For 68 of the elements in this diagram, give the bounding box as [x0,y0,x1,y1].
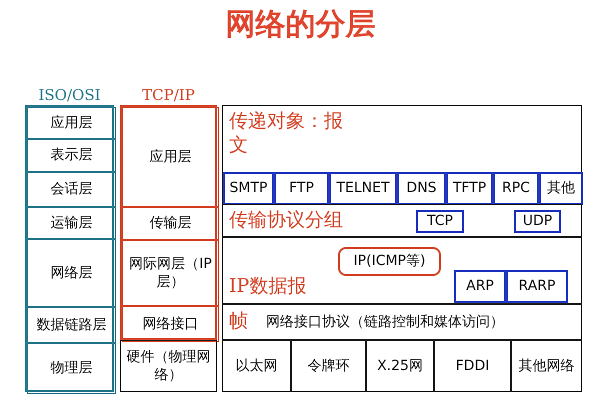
network-label: FDDI [456,356,490,376]
layer-label: 运输层 [50,214,92,232]
layer-cell [27,139,116,172]
network-label: 其他网络 [518,356,574,376]
band-heading: 帧 [229,310,248,334]
layer-label: 传输层 [150,214,192,233]
protocol-label: UDP [522,212,552,231]
network-label: 以太网 [236,356,278,376]
layer-cell [122,207,219,240]
layer-label: 应用层 [50,114,92,132]
layer-band [222,237,582,304]
protocol-label: RPC [502,179,530,198]
layer-band [222,304,582,340]
layer-label: 物理层 [50,359,92,378]
layer-label: 应用层 [150,148,192,166]
layer-cell [27,239,116,307]
layer-cell [122,107,219,207]
protocol-box [274,172,329,205]
protocol-box [397,172,446,205]
protocol-box [329,172,397,205]
protocol-label: SMTP [230,179,268,198]
protocol-box [454,270,506,303]
network-cell [291,340,366,392]
band-heading: IP数据报 [229,275,306,299]
layer-label: 网络接口 [142,314,198,334]
network-cell [434,340,511,392]
protocol-description: 网络接口协议（链路控制和媒体访问） [266,312,504,332]
protocol-box [514,210,561,233]
protocol-label: FTP [289,179,314,198]
layer-cell [122,240,219,306]
protocol-label: IP(ICMP等) [354,252,426,271]
layer-cell [120,340,217,392]
layer-label: 会话层 [50,180,92,199]
protocol-label: TELNET [336,179,390,198]
protocol-box [338,247,441,276]
layer-label: 数据链路层 [36,316,106,334]
layer-cell [27,343,116,394]
band-heading: 传递对象：报文 [229,110,344,158]
protocol-label: TCP [427,212,453,231]
protocol-label: 其他 [547,179,575,198]
protocol-box [539,172,583,205]
network-label: X.25网 [377,356,423,376]
protocol-box [446,172,493,205]
layer-cell [27,207,116,239]
layer-cell [122,306,219,342]
protocol-box [506,270,568,303]
diagram-title: 网络的分层 [226,7,376,42]
network-cell [366,340,434,392]
layer-band [222,204,582,237]
layer-cell [27,107,116,139]
network-cell [511,340,582,392]
layer-label: 表示层 [50,146,92,165]
protocol-box [493,172,539,205]
protocol-box [416,210,464,233]
network-cell [222,340,291,392]
protocol-label: DNS [406,179,437,198]
layer-label: 网际网层（IP层） [128,254,213,292]
protocol-label: TFTP [452,179,486,198]
protocol-box [223,172,274,205]
layer-cell [27,172,116,207]
layer-label: 网络层 [50,264,92,282]
layer-band [222,105,582,204]
network-label: 令牌环 [308,356,350,376]
protocol-label: RARP [518,277,556,296]
band-heading: 传输协议分组 [229,209,343,233]
protocol-label: ARP [466,277,494,296]
layer-cell [27,307,116,343]
layer-label: 硬件（物理网络） [126,348,212,384]
